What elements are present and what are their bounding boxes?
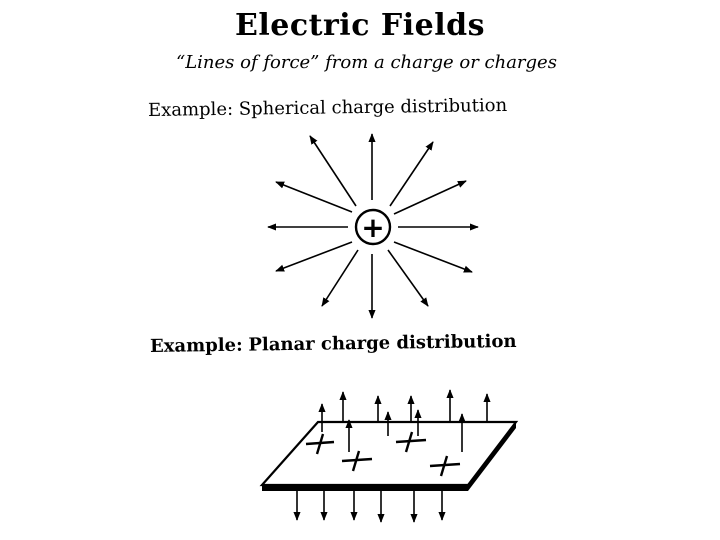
slide-title: Electric Fields — [235, 8, 485, 43]
slide-subtitle: “Lines of force” from a charge or charge… — [176, 52, 557, 73]
surface-charges — [305, 431, 461, 477]
field-line-up-left — [309, 135, 357, 207]
surface-charge-plus — [395, 431, 427, 453]
field-line-upper-left — [275, 181, 353, 213]
field-lines-above — [318, 389, 491, 452]
field-line-lower-right — [393, 241, 473, 273]
surface-charge-plus — [429, 455, 461, 477]
field-line-down-right — [387, 249, 429, 307]
surface-charge-plus — [305, 433, 335, 455]
field-line-upper-right — [393, 180, 467, 215]
spherical-charge-diagram: + — [267, 133, 479, 319]
field-line-up-right — [389, 141, 434, 207]
field-line-lower-left — [275, 241, 353, 272]
planar-charge-diagram — [259, 389, 519, 523]
surface-charge-plus — [341, 450, 373, 472]
charge-plus-sign: + — [361, 211, 384, 244]
field-line-down-left — [321, 249, 359, 307]
field-lines-below — [293, 491, 446, 523]
charged-plane — [259, 420, 519, 487]
point-charge — [354, 208, 392, 246]
radial-field-lines — [267, 133, 479, 319]
